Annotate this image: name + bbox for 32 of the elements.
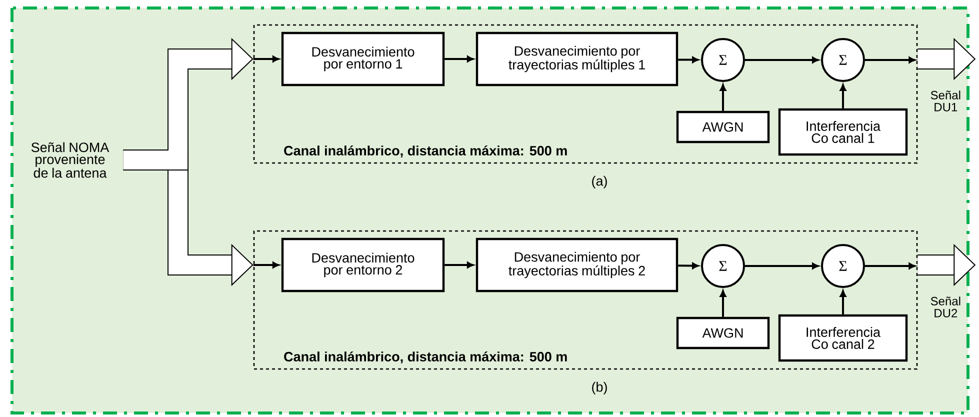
arrow	[444, 56, 474, 62]
channel-title: Canal inalámbrico, distancia máxima: 500 m	[284, 145, 567, 158]
channel-box	[253, 24, 918, 188]
signal-label: Señal NOMA proveniente de la antena	[31, 142, 110, 178]
arrow	[745, 56, 819, 64]
process-box: Interferencia Co canal 1	[778, 108, 908, 156]
process-box: Desvanecimiento por entorno 1	[281, 32, 445, 86]
channel-title: Canal inalámbrico, distancia máxima: 500 m	[284, 351, 567, 364]
arrow	[720, 290, 726, 317]
process-box: Desvanecimiento por trayectorias múltiples 2	[476, 238, 678, 292]
arrow	[840, 290, 846, 314]
output-label: Señal DU1	[930, 90, 960, 112]
arrow	[253, 56, 280, 62]
panel-caption: (b)	[592, 382, 607, 394]
output-label: Señal DU2	[930, 296, 960, 318]
channel-box	[253, 230, 918, 394]
arrow	[444, 262, 474, 268]
block-arrow	[123, 38, 254, 170]
arrow	[865, 56, 916, 64]
arrow	[253, 262, 280, 268]
process-box: AWGN	[676, 110, 770, 144]
process-box: Desvanecimiento por entorno 2	[281, 238, 445, 292]
arrow	[678, 56, 699, 63]
process-box: AWGN	[676, 316, 770, 350]
arrow	[678, 262, 699, 269]
process-box: Interferencia Co canal 2	[778, 314, 908, 362]
arrow	[745, 262, 819, 270]
arrow	[865, 262, 916, 270]
arrow	[720, 84, 726, 111]
panel-caption: (a)	[592, 176, 607, 188]
process-box: Desvanecimiento por trayectorias múltiples 1	[476, 32, 678, 86]
arrow	[840, 84, 846, 108]
